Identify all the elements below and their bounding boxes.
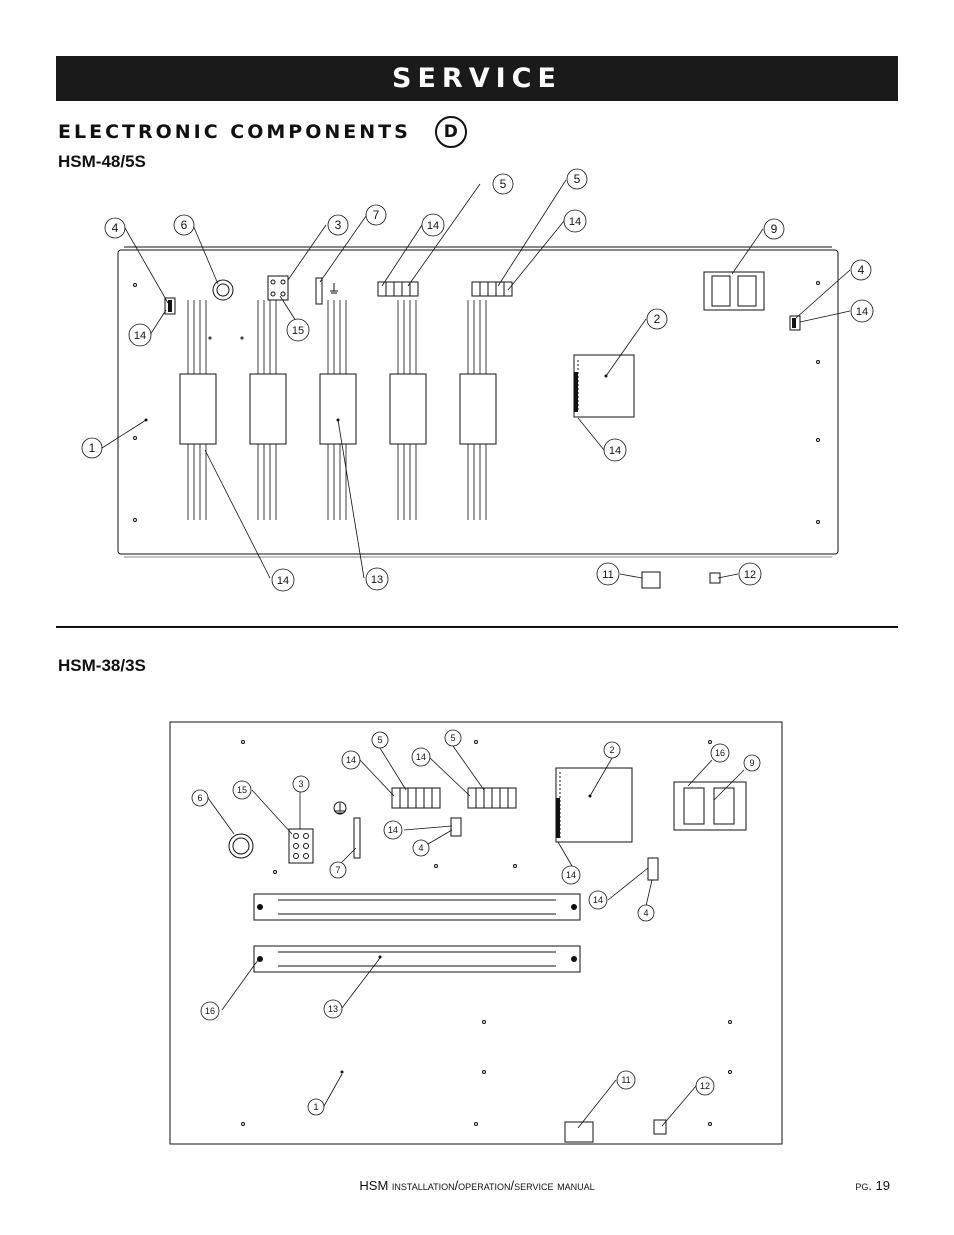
callout-a-13: 13 <box>365 567 389 591</box>
svg-text:13: 13 <box>328 1004 338 1014</box>
callout-a-14-connector-right: 14 <box>563 209 587 233</box>
callout-b-9: 9 <box>743 754 761 772</box>
model-label-a: HSM-48/5S <box>58 152 146 171</box>
svg-text:11: 11 <box>621 1075 630 1085</box>
svg-text:14: 14 <box>134 330 146 342</box>
svg-text:14: 14 <box>593 895 603 905</box>
callout-b-14-clamp: 14 <box>383 820 403 840</box>
svg-text:4: 4 <box>858 263 865 277</box>
callout-b-14-mid: 14 <box>411 747 431 767</box>
callout-b-1: 1 <box>307 1098 325 1116</box>
footer-manual-title: HSM installation/operation/service manua… <box>359 1178 595 1193</box>
callout-a-2: 2 <box>646 308 668 330</box>
svg-text:14: 14 <box>416 752 426 762</box>
callout-a-9: 9 <box>763 218 785 240</box>
section-title-text: ELECTRONIC COMPONENTS <box>58 121 411 143</box>
callout-b-4-mid: 4 <box>412 839 430 857</box>
svg-text:14: 14 <box>856 306 868 318</box>
callout-b-3: 3 <box>292 775 310 793</box>
svg-text:4: 4 <box>112 221 119 235</box>
callout-b-7: 7 <box>329 861 347 879</box>
callout-a-6: 6 <box>173 214 195 236</box>
callout-b-14-left: 14 <box>341 750 361 770</box>
callout-a-14-module: 14 <box>603 438 627 462</box>
svg-text:14: 14 <box>566 870 576 880</box>
svg-text:7: 7 <box>373 208 380 222</box>
svg-text:3: 3 <box>298 779 303 789</box>
svg-text:5: 5 <box>574 172 581 186</box>
callout-a-14-left: 14 <box>128 323 152 347</box>
callout-b-11: 11 <box>616 1070 636 1090</box>
section-badge: D <box>434 116 467 148</box>
callout-b-12: 12 <box>695 1076 715 1096</box>
callout-b-14-module: 14 <box>561 865 581 885</box>
svg-text:7: 7 <box>335 865 340 875</box>
grommet-a <box>212 279 234 301</box>
callout-b-5-right: 5 <box>444 729 462 747</box>
callout-b-6: 6 <box>191 789 209 807</box>
svg-text:2: 2 <box>654 312 661 326</box>
callout-a-5-left: 5 <box>492 173 514 195</box>
svg-text:15: 15 <box>237 785 247 795</box>
svg-text:6: 6 <box>197 793 202 803</box>
banner-title: SERVICE <box>392 63 562 94</box>
diagram-b-panel <box>169 721 783 1145</box>
svg-text:4: 4 <box>418 843 423 853</box>
svg-text:13: 13 <box>371 574 383 586</box>
callout-a-14-right: 14 <box>850 299 874 323</box>
callout-a-3: 3 <box>327 214 349 236</box>
svg-text:4: 4 <box>643 908 648 918</box>
callout-b-15: 15 <box>232 780 252 800</box>
diagram-a-panel <box>117 246 839 558</box>
svg-text:1: 1 <box>89 441 96 455</box>
callout-a-4-top: 4 <box>104 217 126 239</box>
svg-text:14: 14 <box>388 825 398 835</box>
callout-a-12: 12 <box>738 562 762 586</box>
svg-text:5: 5 <box>450 733 455 743</box>
callout-b-4-right: 4 <box>637 904 655 922</box>
callout-a-11: 11 <box>596 562 620 586</box>
svg-text:3: 3 <box>335 218 342 232</box>
callout-a-7: 7 <box>365 204 387 226</box>
callout-a-1: 1 <box>81 437 103 459</box>
callout-b-2: 2 <box>603 741 621 759</box>
svg-text:12: 12 <box>744 569 756 581</box>
svg-text:6: 6 <box>181 218 188 232</box>
section-heading: ELECTRONIC COMPONENTS D <box>58 116 467 148</box>
svg-text:14: 14 <box>277 575 289 587</box>
svg-text:9: 9 <box>771 222 778 236</box>
svg-text:9: 9 <box>749 758 754 768</box>
callout-b-13: 13 <box>323 999 343 1019</box>
svg-text:15: 15 <box>292 325 304 337</box>
svg-text:11: 11 <box>602 569 613 581</box>
svg-text:12: 12 <box>700 1081 710 1091</box>
svg-text:14: 14 <box>569 216 581 228</box>
callout-a-4-right: 4 <box>850 259 872 281</box>
callout-b-16-top: 16 <box>710 743 730 763</box>
svg-text:16: 16 <box>205 1006 215 1016</box>
footer-page-number: pg. 19 <box>855 1178 890 1193</box>
svg-text:5: 5 <box>500 177 507 191</box>
callout-b-14-right: 14 <box>588 890 608 910</box>
svg-text:14: 14 <box>346 755 356 765</box>
callout-a-14-connector: 14 <box>421 213 445 237</box>
callout-b-5-left: 5 <box>371 731 389 749</box>
callout-b-16-bottom: 16 <box>200 1001 220 1021</box>
svg-text:5: 5 <box>377 735 382 745</box>
callout-a-15: 15 <box>286 318 310 342</box>
model-label-b: HSM-38/3S <box>58 656 146 675</box>
svg-text:14: 14 <box>609 445 621 457</box>
section-divider <box>56 626 898 628</box>
service-banner: SERVICE <box>56 56 898 101</box>
callout-a-5-right: 5 <box>566 168 588 190</box>
svg-text:16: 16 <box>715 748 725 758</box>
callout-a-14-ballast: 14 <box>271 568 295 592</box>
svg-text:14: 14 <box>427 220 439 232</box>
svg-text:2: 2 <box>609 745 614 755</box>
svg-text:1: 1 <box>313 1102 318 1112</box>
section-badge-letter: D <box>443 122 458 142</box>
